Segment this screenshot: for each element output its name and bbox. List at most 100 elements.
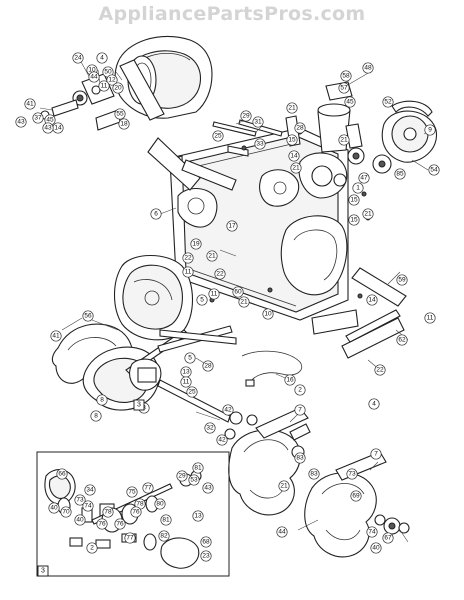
- callout-number: 67: [384, 535, 392, 542]
- part-callout: 41: [50, 330, 62, 342]
- callout-number: 41: [52, 333, 60, 340]
- callout-circle: [184, 352, 196, 364]
- callout-number: 25: [214, 133, 222, 140]
- callout-number: 7: [298, 407, 302, 414]
- callout-circle: [382, 96, 394, 108]
- callout-number: 22: [376, 367, 384, 374]
- part-callout: 85: [394, 168, 406, 180]
- callout-number: 11: [185, 269, 192, 276]
- callout-number: 22: [216, 271, 224, 278]
- callout-number: 33: [256, 141, 264, 148]
- callout-number: 11: [183, 379, 190, 386]
- callout-circle: [74, 494, 86, 506]
- callout-circle: [182, 266, 194, 278]
- callout-number: 81: [194, 465, 202, 472]
- part-callout: 28: [202, 360, 214, 372]
- callout-number: 73: [348, 471, 356, 478]
- callout-circle: [222, 404, 234, 416]
- callout-circle: [374, 364, 386, 376]
- callout-number: 20: [114, 85, 122, 92]
- callout-number: 85: [396, 171, 404, 178]
- callout-number: 21: [364, 211, 372, 218]
- part-callout: 41: [24, 98, 36, 110]
- callout-circle: [206, 250, 218, 262]
- callout-number: 8: [100, 397, 104, 404]
- part-callout: 80: [154, 498, 166, 510]
- part-callout: 53: [188, 474, 200, 486]
- callout-number: 54: [430, 167, 438, 174]
- callout-number: 11: [211, 291, 218, 298]
- callout-number: 23: [202, 553, 210, 560]
- inset-reference-box: 3: [133, 399, 145, 411]
- callout-number: 52: [384, 99, 392, 106]
- callout-number: 4: [372, 401, 376, 408]
- part-callout: 21: [286, 102, 298, 114]
- part-callout: 16: [284, 374, 296, 386]
- part-callout: 15: [286, 134, 298, 146]
- part-callout: 1: [352, 182, 364, 194]
- callout-circle: [196, 294, 208, 306]
- callout-number: 21: [240, 299, 248, 306]
- part-callout: 62: [396, 334, 408, 346]
- callout-number: 40: [372, 545, 380, 552]
- callout-circle: [396, 274, 408, 286]
- callout-circle: [262, 308, 274, 320]
- callout-circle: [370, 542, 382, 554]
- right-auger-spiral: [228, 407, 311, 516]
- callout-circle: [106, 74, 118, 86]
- callout-number: 83: [296, 455, 304, 462]
- callout-circle: [114, 518, 126, 530]
- part-callout: 7: [370, 448, 382, 460]
- callout-number: 10: [264, 311, 272, 318]
- part-callout: 82: [158, 530, 170, 542]
- part-callout: 55: [114, 108, 126, 120]
- callout-circle: [226, 220, 238, 232]
- callout-number: 13: [194, 513, 202, 520]
- part-callout: 40: [370, 542, 382, 554]
- part-callout: 57: [338, 82, 350, 94]
- callout-number: 76: [132, 509, 140, 516]
- part-callout: 19: [190, 238, 202, 250]
- callout-circle: [186, 386, 198, 398]
- callout-circle: [82, 310, 94, 322]
- part-callout: 76: [96, 518, 108, 530]
- part-callout: 48: [362, 62, 374, 74]
- callout-number: 42: [218, 437, 226, 444]
- callout-circle: [204, 422, 216, 434]
- watermark-text: AppliancePartsPros.com: [98, 3, 366, 25]
- callout-circle: [284, 374, 296, 386]
- callout-number: 37: [34, 115, 42, 122]
- callout-circle: [154, 498, 166, 510]
- callout-number: 55: [116, 111, 124, 118]
- callout-circle: [42, 122, 54, 134]
- part-callout: 13: [180, 366, 192, 378]
- callout-number: 45: [46, 117, 54, 124]
- callout-number: 21: [208, 253, 216, 260]
- part-callout: 40: [74, 514, 86, 526]
- part-callout: 28: [294, 122, 306, 134]
- part-callout: 22: [214, 268, 226, 280]
- part-callout: 59: [396, 274, 408, 286]
- callout-circle: [182, 252, 194, 264]
- part-callout: 7: [294, 404, 306, 416]
- callout-number: 18: [120, 121, 128, 128]
- part-callout: 10: [262, 308, 274, 320]
- callout-circle: [212, 130, 224, 142]
- callout-number: 78: [104, 509, 112, 516]
- part-callout: 54: [428, 164, 440, 176]
- callout-circle: [72, 52, 84, 64]
- callout-circle: [290, 162, 302, 174]
- callout-circle: [84, 484, 96, 496]
- callout-number: 7: [374, 451, 378, 458]
- callout-number: 25: [188, 389, 196, 396]
- part-callout: 42: [222, 404, 234, 416]
- callout-circle: [366, 294, 378, 306]
- callout-number: 77: [126, 535, 134, 542]
- callout-number: 75: [128, 489, 136, 496]
- part-callout: 25: [186, 386, 198, 398]
- auger-housing: [169, 127, 349, 321]
- callout-circle: [294, 122, 306, 134]
- part-callout: 75: [126, 486, 138, 498]
